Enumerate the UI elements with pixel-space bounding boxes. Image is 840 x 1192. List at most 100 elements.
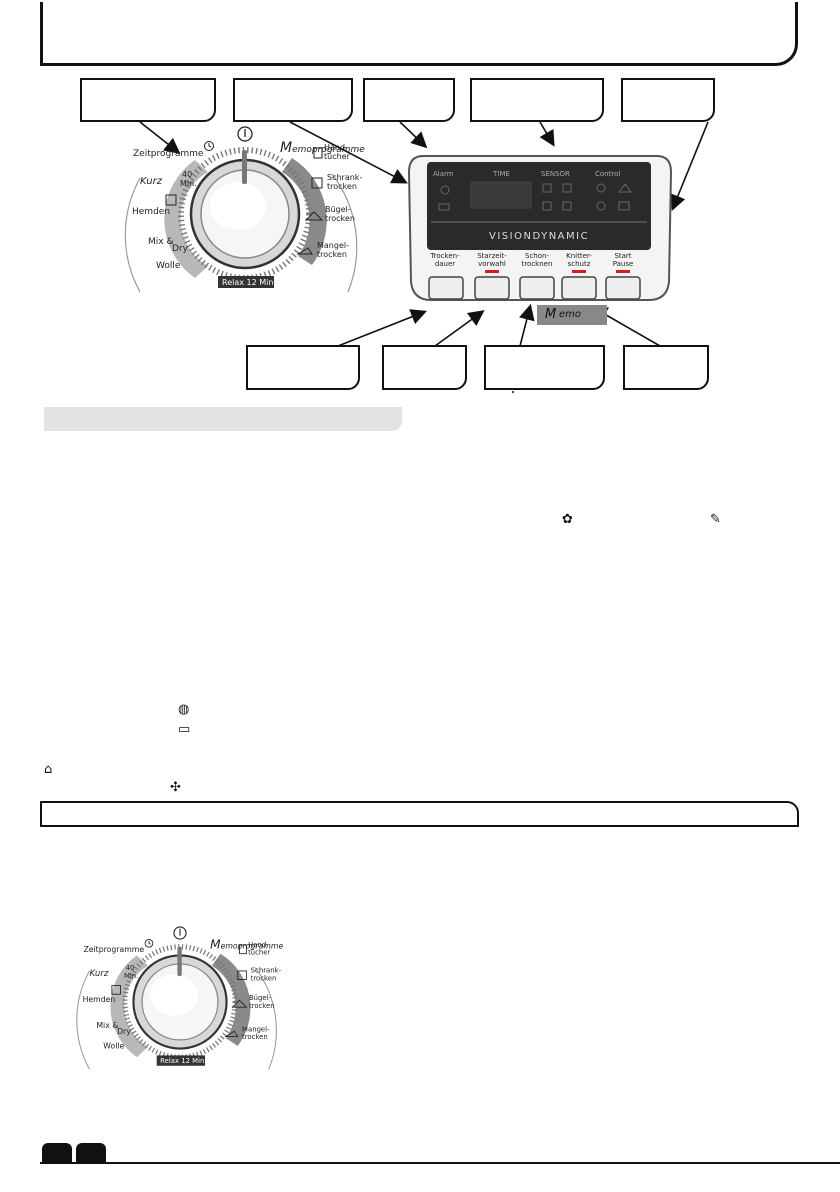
section-heading-bar	[44, 407, 402, 431]
dial2-label-zeitprogramme: Zeitprogramme	[83, 945, 144, 954]
clock-icon	[204, 141, 214, 151]
startzeitvorwahl-button[interactable]	[474, 276, 510, 300]
dial2-label-dry: Dry	[117, 1027, 131, 1036]
dial-label-hand2: tücher	[324, 152, 351, 161]
dial-label-buegel2: trocken	[325, 214, 355, 223]
clock-icon	[144, 939, 154, 948]
knitterschutz-button[interactable]	[561, 276, 597, 300]
dial2-label-kurz: Kurz	[89, 969, 108, 979]
cotton-icon: ✿	[562, 512, 573, 527]
mix-dry-icon: ✎	[710, 512, 721, 527]
dial2-label-buegel1: Bügel-	[249, 994, 272, 1002]
dial-zeit-band	[164, 160, 208, 278]
trockendauer-button[interactable]	[428, 276, 464, 300]
program-dial-bottom: Zeitprogramme Memoprogramme Kurz 40 Min.…	[76, 926, 283, 1070]
footer-line	[40, 1162, 840, 1164]
display-label-control: Control	[595, 170, 620, 178]
drum-icon	[596, 201, 606, 211]
callout-box-alarm	[363, 78, 455, 122]
dial2-label-relax: Relax 12 Min.	[160, 1057, 206, 1065]
btn-label-schon-1: Schon-	[525, 252, 549, 260]
fan-icon	[596, 183, 606, 193]
dial-label-mix: Mix &	[148, 237, 173, 247]
dial-label-kurz: Kurz	[140, 176, 163, 187]
fan-icon-inline: ✣	[170, 780, 181, 795]
dial2-label-wolle: Wolle	[103, 1042, 124, 1051]
schontrocknen-button[interactable]	[519, 276, 555, 300]
dial-label-wolle: Wolle	[156, 261, 181, 271]
dial2-label-memoprogramme: Memoprogramme	[210, 938, 283, 952]
memo-badge-label: emo	[559, 309, 582, 320]
iron-icon	[296, 247, 313, 255]
tank-icon	[618, 201, 630, 211]
led-start	[616, 270, 630, 273]
btn-label-knitter-2: schutz	[568, 260, 591, 268]
hanger-icon	[231, 999, 248, 1008]
dial-memo-band	[282, 158, 327, 265]
callout-arrows	[139, 121, 709, 393]
dial2-label-hand1: Hand-	[248, 941, 269, 949]
callout-box-trockendauer	[246, 345, 360, 390]
dial-label-dry: Dry	[172, 244, 189, 254]
program-dial-top: Zeitprogramme Memoprogramme Kurz 40 Min.…	[124, 126, 365, 293]
dial-left-arc	[124, 177, 141, 293]
callout-box-zeitprogramme	[80, 78, 216, 122]
callout-box-startzeit	[382, 345, 467, 390]
iron-icon	[224, 1030, 239, 1037]
wardrobe-icon	[311, 177, 323, 189]
time-display	[470, 181, 532, 209]
dial2-label-buegel2: trocken	[249, 1002, 275, 1010]
memo-badge: M emo	[537, 305, 607, 325]
section-heading-box	[40, 801, 799, 827]
btn-label-trockendauer-1: Trocken-	[429, 252, 460, 260]
eco-icon	[618, 183, 632, 193]
led-knitter	[572, 270, 586, 273]
towel-icon	[313, 147, 323, 159]
btn-label-trockendauer-2: dauer	[435, 260, 455, 268]
dial-relax-badge	[218, 276, 274, 288]
btn-label-startzeit-2: vorwahl	[478, 260, 506, 268]
footer-tab-2	[76, 1143, 106, 1163]
dial-pointer	[242, 150, 247, 184]
display-label-sensor: SENSOR	[541, 170, 570, 178]
dial-label-buegel1: Bügel-	[325, 205, 351, 214]
btn-label-knitter-1: Knitter-	[566, 252, 592, 260]
callout-box-start	[623, 345, 709, 390]
wardrobe-icon	[237, 970, 247, 980]
page-title-box	[40, 2, 798, 66]
dial2-label-40: 40	[126, 964, 135, 972]
dial-label-relax: Relax 12 Min.	[222, 278, 276, 287]
dial2-label-mix: Mix &	[96, 1021, 118, 1030]
callout-box-dial	[233, 78, 353, 122]
shirt-icon	[111, 985, 121, 995]
hanger-icon	[304, 211, 324, 221]
dial2-label-schrank2: trocken	[251, 974, 277, 982]
control-panel: Alarm TIME SENSOR Control VISIONDYNAMIC …	[407, 155, 673, 301]
footer-tab-1	[42, 1143, 72, 1163]
dial-label-schrank1: Schrank-	[327, 173, 362, 182]
dial-right-arc	[331, 173, 358, 293]
tank-icon-inline: ▭	[178, 722, 191, 737]
memo-badge-m: M	[545, 307, 557, 322]
eco-icon-inline: ⌂	[44, 762, 53, 777]
btn-label-start-1: Start	[614, 252, 631, 260]
led-startzeit	[485, 270, 499, 273]
alarm-icon-2	[438, 203, 450, 211]
callout-box-door	[621, 78, 715, 122]
dial-label-hemden: Hemden	[132, 207, 170, 217]
sensor-icon-1	[542, 183, 552, 193]
dial2-label-schrank1: Schrank-	[251, 967, 282, 975]
start-pause-button[interactable]	[605, 276, 641, 300]
towel-icon	[239, 944, 247, 955]
btn-label-startzeit-1: Starzeit-	[477, 252, 507, 260]
dial2-label-min: Min.	[124, 972, 138, 980]
btn-label-schon-2: trocknen	[522, 260, 553, 268]
dial-label-zeitprogramme: Zeitprogramme	[133, 149, 204, 159]
dial-label-mangel2: trocken	[317, 250, 347, 259]
dial2-label-mangel2: trocken	[242, 1033, 268, 1041]
sensor-icon-2	[562, 183, 572, 193]
dial-label-min: Min.	[180, 179, 197, 188]
dial2-label-hemden: Hemden	[83, 995, 116, 1004]
sensor-icon-3	[542, 201, 552, 211]
dial-label-40: 40	[182, 170, 192, 179]
